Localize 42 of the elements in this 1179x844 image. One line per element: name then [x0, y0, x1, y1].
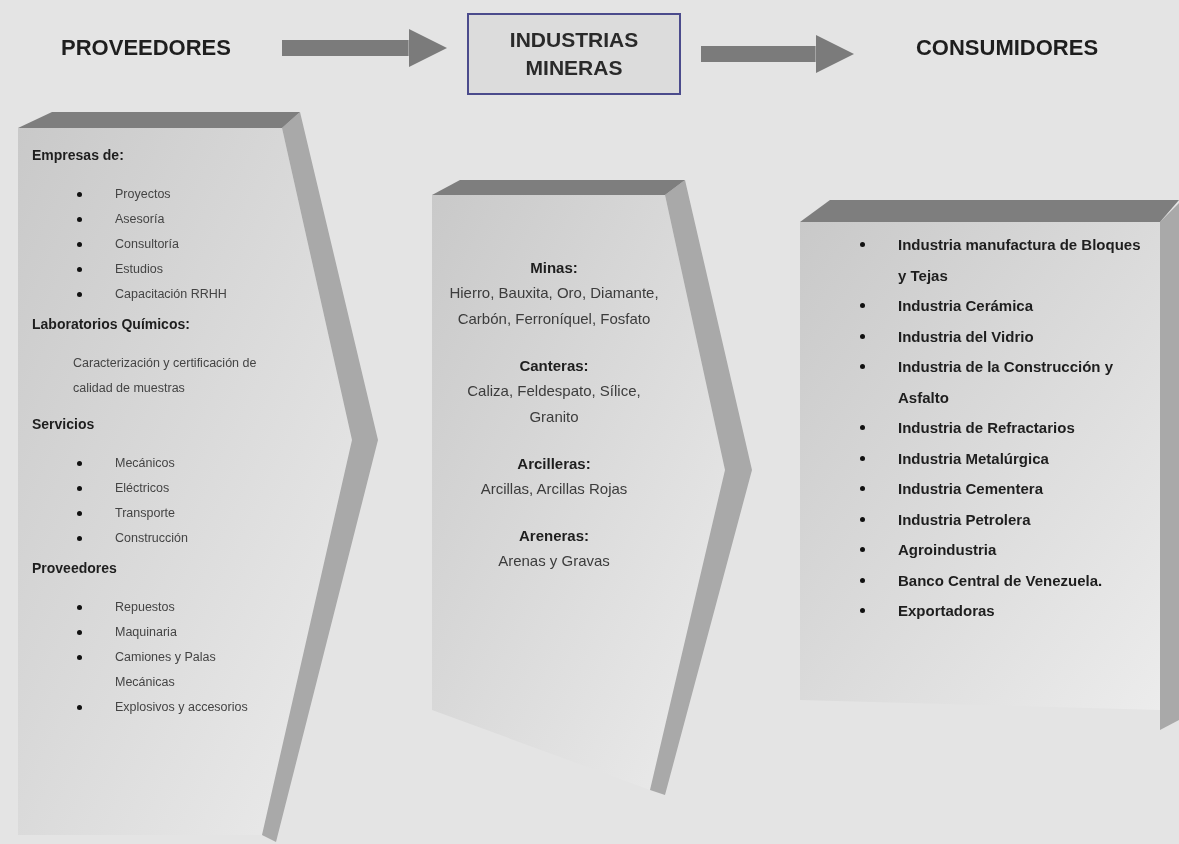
list-item: Industria Cerámica [898, 296, 1035, 316]
list-item: Banco Central de Venezuela. [898, 570, 1104, 591]
section-heading: Empresas de: [32, 146, 125, 165]
list-item: Mecánicos [115, 455, 176, 472]
list-item: Industria manufactura de Bloques y Tejas [898, 235, 1142, 286]
description-text: Caracterización y certificación de calidad de muestras [73, 355, 258, 397]
list-item: Eléctricos [115, 480, 171, 497]
list-item: Exportadoras [898, 601, 996, 621]
item-list-text: Caliza, Feldespato, Sílice, Granito [466, 381, 642, 427]
process-box: INDUSTRIAS MINERAS [467, 13, 681, 95]
list-item: Proyectos [115, 186, 172, 203]
stage-heading: PROVEEDORES [30, 30, 262, 66]
section-heading: Servicios [32, 415, 96, 434]
list-item: Agroindustria [898, 540, 998, 560]
list-item: Industria del Vidrio [898, 326, 1035, 347]
list-item: Industria Petrolera [898, 509, 1032, 530]
list-item: Industria Cementera [898, 479, 1045, 499]
item-list-text: Arenas y Gravas [497, 551, 611, 571]
stage-heading: CONSUMIDORES [874, 30, 1140, 66]
block-arrow [282, 28, 447, 68]
list-item: Explosivos y accesorios [115, 699, 249, 716]
section-heading: Proveedores [32, 559, 118, 578]
section-heading: Minas: [529, 258, 579, 278]
section-heading: Arcilleras: [516, 454, 592, 474]
list-item: Industria Metalúrgica [898, 448, 1050, 469]
list-item: Repuestos [115, 599, 176, 616]
section-heading: Laboratorios Químicos: [32, 315, 191, 334]
list-item: Estudios [115, 261, 164, 278]
item-list-text: Arcillas, Arcillas Rojas [479, 479, 629, 499]
list-item: Industria de la Construcción y Asfalto [898, 357, 1115, 408]
list-item: Consultoría [115, 236, 180, 253]
list-item: Camiones y Palas Mecánicas [115, 649, 217, 691]
section-heading: Areneras: [517, 526, 590, 546]
list-item: Transporte [115, 505, 176, 522]
list-item: Maquinaria [115, 624, 178, 641]
item-list-text: Hierro, Bauxita, Oro, Diamante, Carbón, Ferroníquel, Fosfato [448, 283, 660, 329]
list-item: Asesoría [115, 211, 166, 228]
list-item: Industria de Refractarios [898, 418, 1076, 438]
list-item: Construcción [115, 530, 189, 547]
list-item: Capacitación RRHH [115, 286, 228, 303]
block-arrow [701, 34, 854, 74]
section-heading: Canteras: [518, 356, 590, 376]
